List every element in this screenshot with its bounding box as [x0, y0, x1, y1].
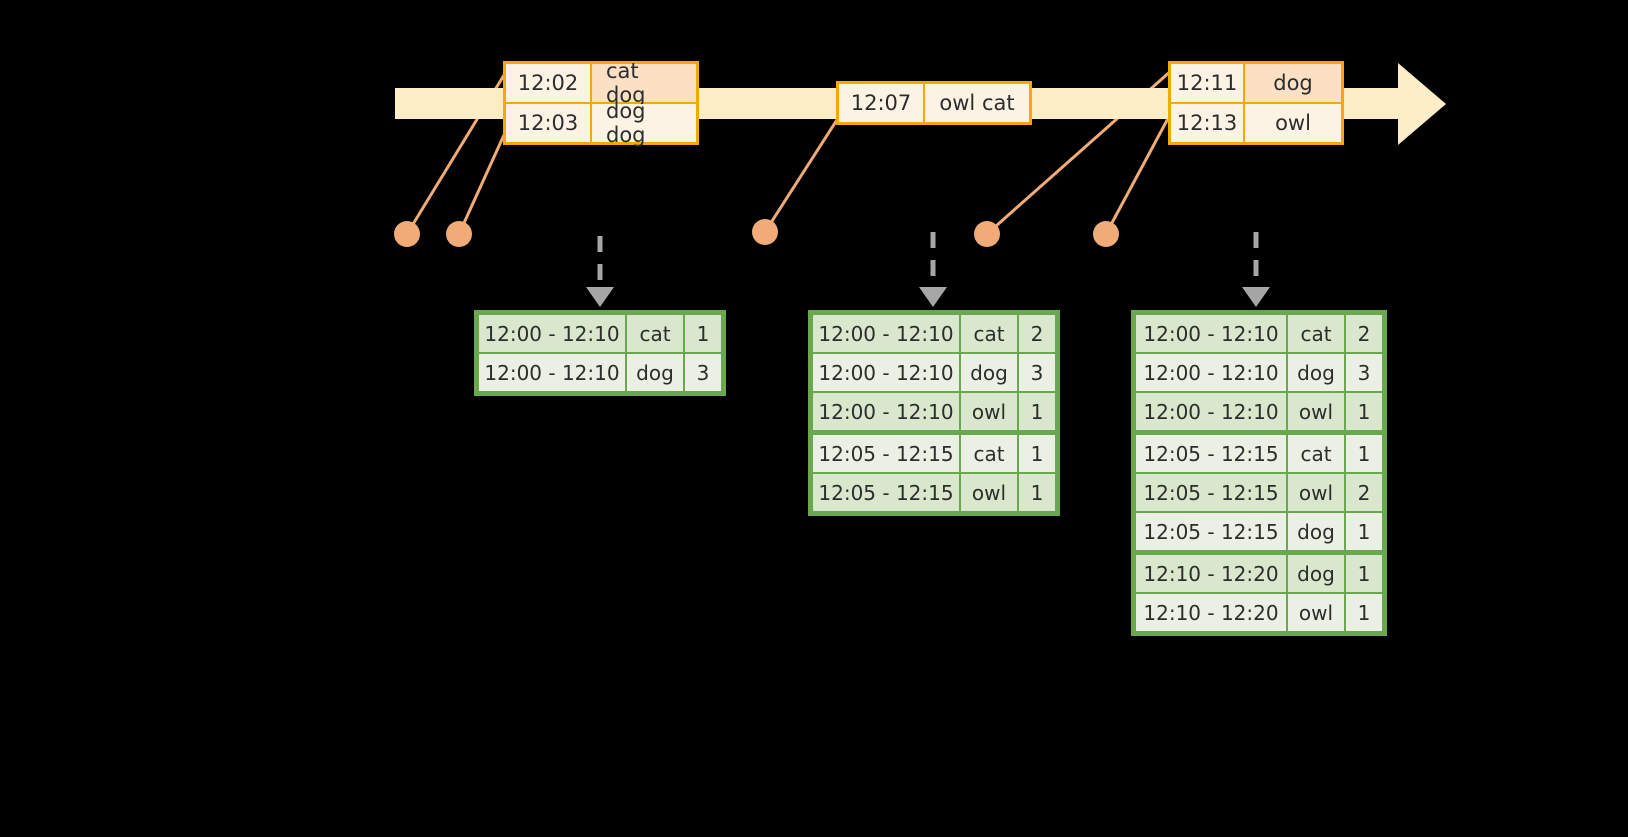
window-cell: 12:10 - 12:20 [1136, 594, 1286, 631]
trigger-dot-3 [752, 219, 778, 245]
trigger-dot-2 [446, 221, 472, 247]
window-cell: 12:00 - 12:10 [1136, 315, 1286, 352]
count-cell: 3 [685, 354, 721, 391]
key-cell: owl [1288, 474, 1344, 511]
event-row: 12:07 owl cat [839, 84, 1029, 122]
window-cell: 12:00 - 12:10 [813, 393, 959, 430]
event-time: 12:03 [506, 104, 592, 142]
key-cell: dog [961, 354, 1017, 391]
key-cell: owl [961, 474, 1017, 511]
emit-arrow-1-head-icon [586, 287, 614, 307]
event-words: owl cat [925, 84, 1029, 122]
count-cell: 3 [1019, 354, 1055, 391]
count-cell: 1 [1346, 555, 1382, 592]
key-cell: dog [1288, 513, 1344, 550]
key-cell: dog [1288, 555, 1344, 592]
trigger-dot-1 [394, 221, 420, 247]
key-cell: owl [1288, 393, 1344, 430]
trigger-dot-3-line [763, 111, 844, 233]
count-cell: 3 [1346, 354, 1382, 391]
count-cell: 2 [1346, 315, 1382, 352]
event-row: 12:13 owl [1171, 102, 1341, 142]
count-cell: 2 [1346, 474, 1382, 511]
window-cell: 12:05 - 12:15 [1136, 474, 1286, 511]
event-words: cat dog [592, 59, 696, 107]
count-cell: 1 [1019, 435, 1055, 472]
event-time: 12:07 [839, 84, 925, 122]
count-cell: 1 [1019, 474, 1055, 511]
count-cell: 1 [1346, 435, 1382, 472]
key-cell: cat [1288, 435, 1344, 472]
window-cell: 12:05 - 12:15 [1136, 513, 1286, 550]
event-row: 12:02 cat dog [506, 59, 696, 107]
event-box-2[interactable]: 12:07 owl cat [836, 81, 1032, 125]
window-cell: 12:05 - 12:15 [1136, 435, 1286, 472]
key-cell: cat [961, 315, 1017, 352]
event-box-1[interactable]: 12:02 cat dog 12:03 dog dog [503, 59, 699, 147]
emit-arrow-3-head-icon [1242, 287, 1270, 307]
timeline-arrowhead-icon [1398, 63, 1446, 145]
window-cell: 12:05 - 12:15 [813, 474, 959, 511]
key-cell: dog [1288, 354, 1344, 391]
count-cell: 1 [1346, 393, 1382, 430]
event-time: 12:13 [1171, 104, 1245, 142]
event-time: 12:02 [506, 64, 592, 102]
count-cell: 2 [1019, 315, 1055, 352]
key-cell: cat [627, 315, 683, 352]
window-cell: 12:00 - 12:10 [813, 315, 959, 352]
trigger-dot-4 [974, 221, 1000, 247]
key-cell: owl [961, 393, 1017, 430]
trigger-dot-5 [1093, 221, 1119, 247]
emit-arrow-2-head-icon [919, 287, 947, 307]
key-cell: owl [1288, 594, 1344, 631]
event-row: 12:03 dog dog [506, 99, 696, 147]
count-cell: 1 [1346, 594, 1382, 631]
event-words: dog dog [592, 99, 696, 147]
count-cell: 1 [685, 315, 721, 352]
window-cell: 12:05 - 12:15 [813, 435, 959, 472]
window-cell: 12:00 - 12:10 [1136, 393, 1286, 430]
key-cell: cat [1288, 315, 1344, 352]
count-cell: 1 [1019, 393, 1055, 430]
event-words: owl [1245, 104, 1341, 142]
window-cell: 12:00 - 12:10 [479, 354, 625, 391]
event-box-3[interactable]: 12:11 dog 12:13 owl [1168, 61, 1344, 145]
window-cell: 12:10 - 12:20 [1136, 555, 1286, 592]
window-cell: 12:00 - 12:10 [813, 354, 959, 391]
count-cell: 1 [1346, 513, 1382, 550]
event-time: 12:11 [1171, 64, 1245, 102]
trigger-dot-5-line [1104, 110, 1174, 235]
event-words: dog [1245, 64, 1341, 102]
event-row: 12:11 dog [1171, 64, 1341, 102]
key-cell: cat [961, 435, 1017, 472]
key-cell: dog [627, 354, 683, 391]
window-cell: 12:00 - 12:10 [1136, 354, 1286, 391]
window-cell: 12:00 - 12:10 [479, 315, 625, 352]
